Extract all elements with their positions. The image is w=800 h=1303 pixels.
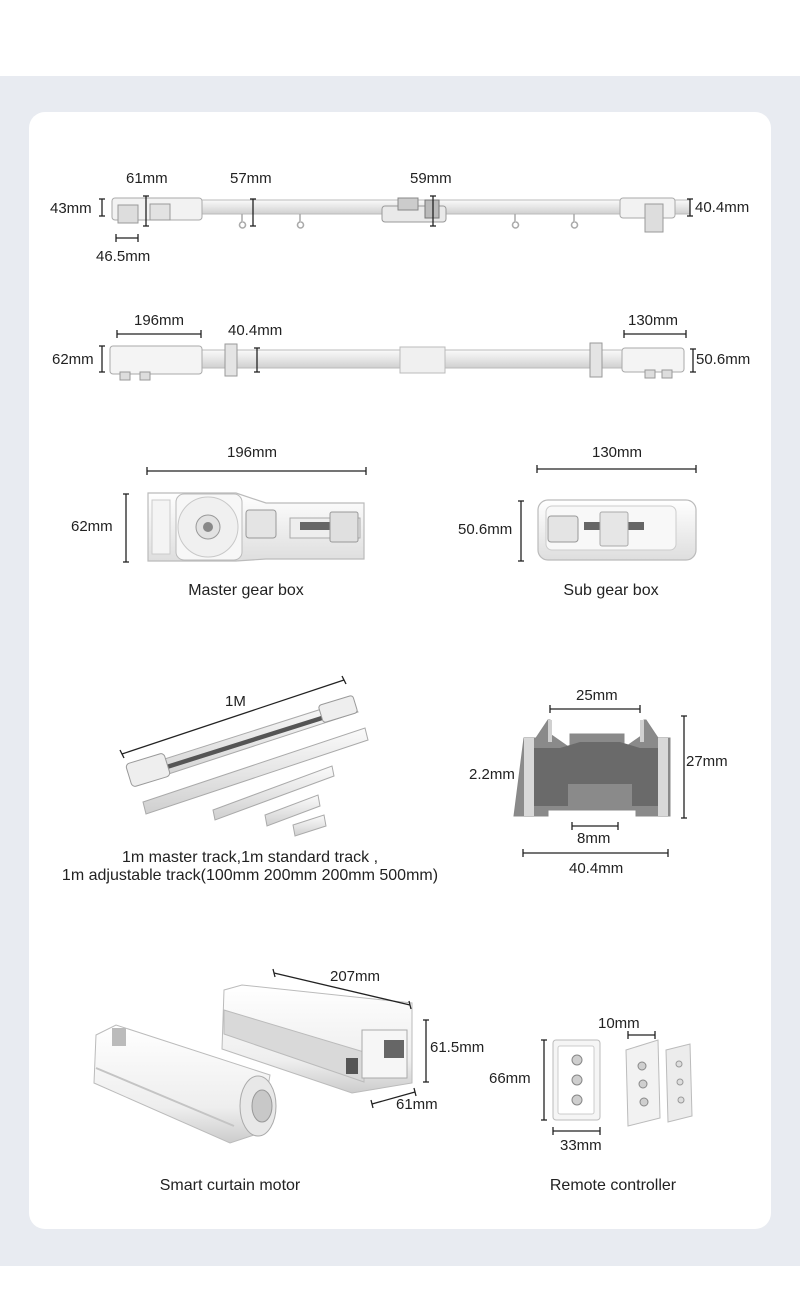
track-profile-drawing (513, 705, 687, 857)
track-set-caption-line2: 1m adjustable track(100mm 200mm 200mm 50… (61, 867, 439, 884)
sub-gear-box-height: 50.6mm (458, 521, 513, 538)
remote-drawing (541, 1031, 693, 1135)
profile-wall: 2.2mm (469, 766, 515, 783)
dim-40-4mm-rail: 40.4mm (228, 322, 283, 339)
dim-43mm: 43mm (50, 200, 92, 217)
track-set-drawing (119, 675, 369, 837)
master-gear-box-drawing (123, 467, 367, 563)
master-gear-box-height: 62mm (71, 518, 113, 535)
remote-height: 66mm (489, 1070, 531, 1087)
dim-40-4mm-side: 40.4mm (695, 199, 750, 216)
motor-height: 61.5mm (430, 1039, 485, 1056)
remote-width: 33mm (560, 1137, 602, 1154)
sub-gear-box-width: 130mm (592, 444, 643, 461)
dim-62mm-rail: 62mm (52, 351, 94, 368)
sub-gear-box-drawing (518, 465, 697, 562)
rail-side-view (99, 195, 693, 242)
sub-gear-box-caption: Sub gear box (563, 582, 659, 599)
profile-slot: 8mm (577, 830, 611, 847)
profile-height: 27mm (686, 753, 728, 770)
dim-46-5mm: 46.5mm (96, 248, 151, 265)
profile-width: 40.4mm (569, 860, 624, 877)
dim-50-6mm-rail: 50.6mm (696, 351, 751, 368)
track-set-caption-line1: 1m master track,1m standard track , (121, 849, 379, 866)
motor-length: 207mm (330, 968, 381, 985)
dim-61mm: 61mm (126, 170, 168, 187)
remote-caption: Remote controller (549, 1177, 677, 1194)
motor-caption: Smart curtain motor (159, 1177, 301, 1194)
dim-57mm: 57mm (230, 170, 272, 187)
rail-top-view (99, 330, 696, 381)
dim-59mm: 59mm (410, 170, 452, 187)
master-gear-box-width: 196mm (227, 444, 278, 461)
master-gear-box-caption: Master gear box (188, 582, 304, 599)
dim-196mm-rail: 196mm (134, 312, 185, 329)
remote-thickness: 10mm (598, 1015, 640, 1032)
profile-top-width: 25mm (576, 687, 618, 704)
motor-drawing (93, 968, 429, 1144)
track-length: 1M (225, 693, 246, 710)
dim-130mm-rail: 130mm (628, 312, 679, 329)
motor-depth: 61mm (396, 1096, 438, 1113)
